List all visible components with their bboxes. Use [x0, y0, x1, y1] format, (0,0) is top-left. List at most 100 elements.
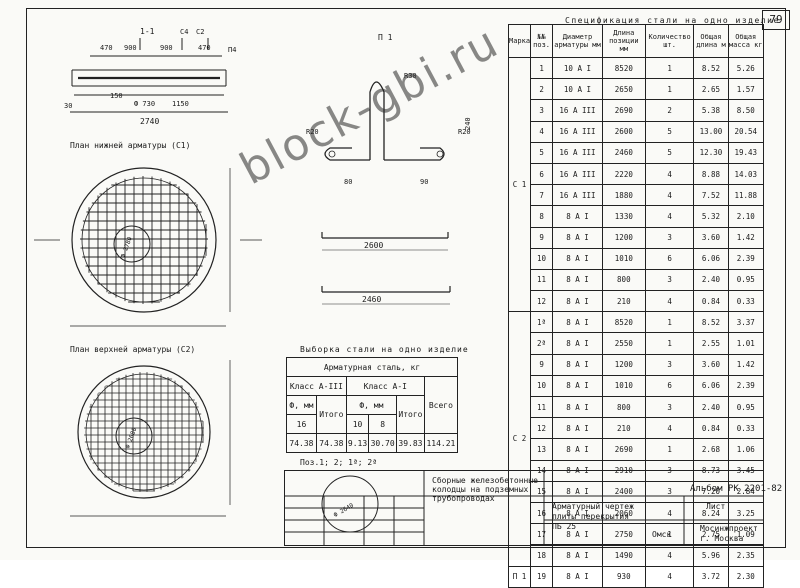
- dim-900-b: 900: [160, 44, 173, 52]
- vyborka-class3: Класс А-III: [286, 376, 347, 396]
- vyborka-table: Арматурная сталь, кг Класс А-III Класс А…: [286, 357, 459, 453]
- spec-cell: 2600: [601, 120, 646, 143]
- mark-c4: С4: [180, 28, 188, 36]
- spec-cell: 8520: [601, 56, 646, 80]
- spec-cell: 10: [530, 374, 554, 398]
- p1-title: П 1: [378, 33, 393, 42]
- spec-cell: 5: [644, 120, 695, 143]
- spec-cell: 16 А III: [552, 120, 603, 143]
- spec-cell: 16 А III: [552, 162, 603, 186]
- vyborka-d10: 10: [345, 414, 370, 434]
- vyborka-title: Выборка стали на одно изделие: [300, 345, 469, 354]
- stamp-album: Альбом РК 2201-82: [690, 484, 783, 494]
- vyborka-header: Арматурная сталь, кг: [286, 357, 458, 377]
- spec-cell: 2.40: [693, 395, 729, 419]
- spec-cell: 2460: [601, 141, 646, 164]
- plan-lower-grid: [71, 167, 217, 313]
- dim-90: 90: [420, 178, 428, 186]
- spec-cell: 3: [644, 268, 695, 292]
- dim-1150: 1150: [172, 100, 189, 108]
- spec-cell: 2.55: [693, 332, 729, 355]
- vyborka-itogo-b: Итого: [396, 395, 425, 434]
- spec-cell: 16 А III: [552, 99, 603, 122]
- spec-cell: 8.52: [693, 311, 729, 334]
- spec-cell: 2650: [601, 78, 646, 101]
- title-block: [284, 470, 764, 546]
- stamp-drawing-2: плиты перекрытия: [552, 512, 630, 521]
- spec-cell: 0.33: [727, 417, 764, 440]
- spec-cell: 2.10: [727, 205, 764, 228]
- stamp-title-2: колодцы на подземных: [432, 485, 529, 494]
- spec-cell: 4: [644, 544, 695, 567]
- spec-cell: 3.60: [693, 226, 729, 249]
- spec-cell: 4: [644, 290, 695, 313]
- spec-cell: 0.95: [727, 395, 764, 419]
- spec-cell: 4: [644, 162, 695, 186]
- spec-cell: 2: [644, 99, 695, 122]
- spec-cell: 6.06: [693, 247, 729, 270]
- dim-150: 150: [110, 92, 123, 100]
- drawing-frame: [26, 8, 786, 548]
- spec-cell: 5: [530, 141, 554, 164]
- spec-title: Спецификация стали на одно изделие: [565, 16, 780, 25]
- spec-cell: 8.88: [693, 162, 729, 186]
- dim-730: Ф 730: [134, 100, 155, 108]
- mark-c2: С2: [196, 28, 204, 36]
- spec-cell: 2.68: [693, 438, 729, 461]
- spec-cell: 1010: [601, 247, 646, 270]
- vyborka-d16: 16: [286, 414, 317, 434]
- spec-cell: 8 А I: [552, 353, 603, 376]
- spec-cell: 8 А I: [552, 417, 603, 440]
- spec-cell: 7.52: [693, 184, 729, 207]
- vyborka-v3: 9.13: [345, 433, 370, 453]
- spec-cell: 6: [530, 162, 554, 186]
- plan-lower-bars: [80, 176, 208, 304]
- section-title-1-1: 1-1: [140, 27, 155, 36]
- spec-cell: 1.06: [727, 438, 764, 461]
- spec-header-2: Диаметр арматуры мм: [552, 24, 603, 58]
- spec-cell: 3.72: [693, 565, 729, 588]
- spec-cell: 2ª: [530, 332, 554, 355]
- dim-900-a: 900: [124, 44, 137, 52]
- spec-cell: 2220: [601, 162, 646, 186]
- spec-cell: 210: [601, 417, 646, 440]
- spec-cell: 8 А I: [552, 438, 603, 461]
- dim-2460: 2460: [362, 295, 381, 304]
- spec-cell: 16 А III: [552, 184, 603, 207]
- vyborka-v6: 114.21: [423, 433, 459, 453]
- spec-cell: 1: [644, 438, 695, 461]
- spec-cell: 4: [644, 184, 695, 207]
- stamp-drawing-1: Арматурный чертеж: [552, 502, 634, 511]
- spec-cell: 6: [644, 247, 695, 270]
- spec-cell: 6: [644, 374, 695, 398]
- spec-cell: 8 А I: [552, 311, 603, 334]
- stamp-title-3: трубопроводах: [432, 494, 495, 503]
- spec-header-1: №№ поз.: [530, 24, 554, 58]
- spec-cell: 10: [530, 247, 554, 270]
- vyborka-diam-a: Ф, мм: [286, 395, 317, 415]
- spec-cell: 0.84: [693, 417, 729, 440]
- spec-cell: 8520: [601, 311, 646, 334]
- p1-shape: [324, 81, 445, 161]
- dim-r20-a: R20: [306, 128, 319, 136]
- spec-cell: 0.33: [727, 290, 764, 313]
- spec-cell: 2: [530, 78, 554, 101]
- dim-470-b: 470: [198, 44, 211, 52]
- spec-cell: 2690: [601, 99, 646, 122]
- spec-cell: 8 А I: [552, 565, 603, 588]
- stamp-drawing-3: ПБ 25: [552, 522, 577, 531]
- spec-cell: 1.57: [727, 78, 764, 101]
- spec-cell: 1880: [601, 184, 646, 207]
- spec-cell: 4: [644, 417, 695, 440]
